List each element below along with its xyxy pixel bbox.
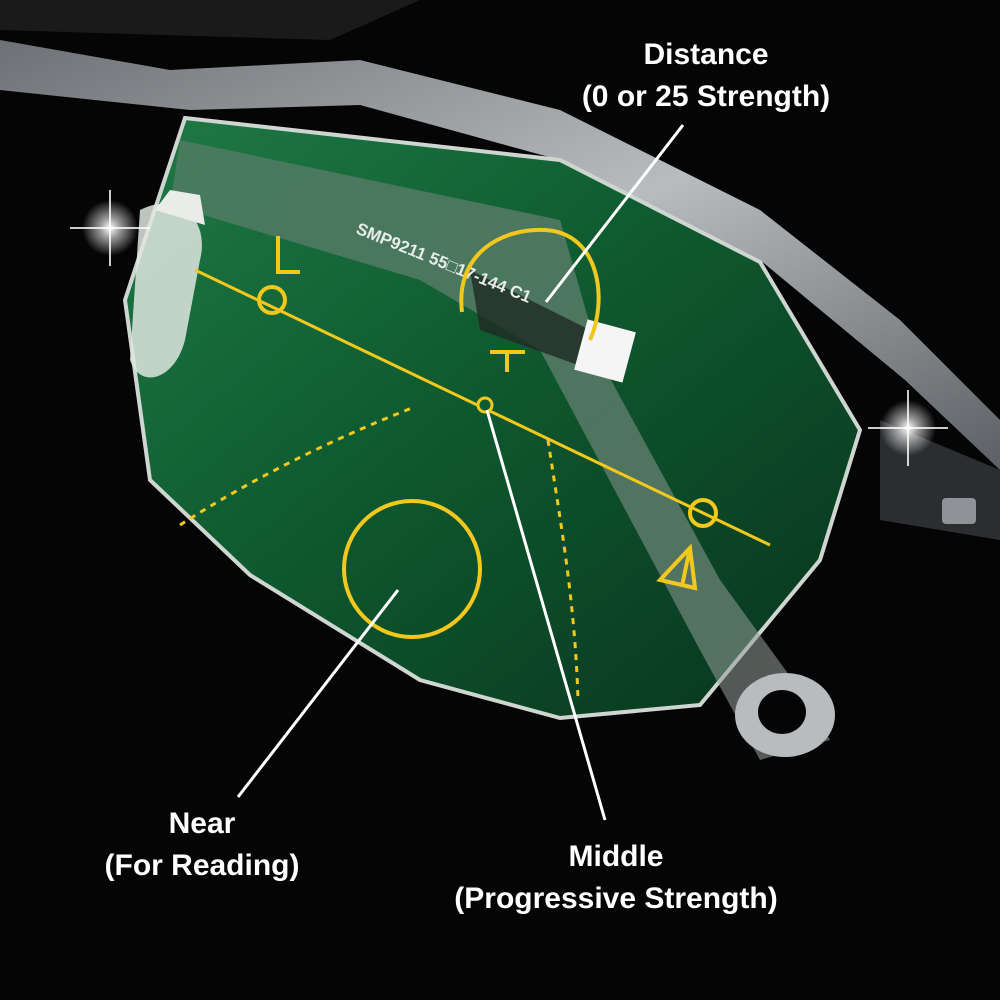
- middle-label-subtitle: (Progressive Strength): [454, 882, 778, 915]
- temple-tip-hole: [758, 690, 806, 734]
- distance-pointer-line: [544, 124, 685, 303]
- center-t-mark: [490, 350, 525, 372]
- triangle-mark: [656, 543, 698, 591]
- near-label-subtitle: (For Reading): [104, 849, 300, 882]
- nose-pad: [130, 203, 202, 378]
- left-l-mark: [276, 236, 300, 274]
- background-texture: [0, 0, 420, 40]
- middle-label-title: Middle: [568, 840, 664, 873]
- left-reference-circle: [257, 285, 287, 315]
- near-zone-circle: [342, 499, 482, 639]
- hinge-screw: [942, 498, 976, 524]
- temple-white-stripe: [574, 319, 636, 383]
- middle-label: Middle (Progressive Strength): [454, 836, 777, 920]
- right-reference-circle: [688, 498, 718, 528]
- near-pointer-line: [236, 589, 400, 798]
- middle-pointer-line: [485, 409, 607, 821]
- nose-pad-arm: [155, 190, 205, 225]
- right-corridor-boundary: [546, 439, 580, 701]
- sparkle-right-rays: [868, 390, 948, 466]
- distance-label-title: Distance: [643, 38, 769, 71]
- frame-top-bar: [0, 40, 1000, 470]
- distance-zone-arc: [459, 227, 601, 341]
- sparkle-left-rays: [70, 190, 150, 266]
- distance-label: Distance (0 or 25 Strength): [582, 34, 830, 118]
- near-label: Near (For Reading): [105, 803, 300, 887]
- distance-label-subtitle: (0 or 25 Strength): [581, 80, 831, 113]
- near-label-title: Near: [168, 807, 236, 840]
- center-reference-point: [476, 396, 494, 414]
